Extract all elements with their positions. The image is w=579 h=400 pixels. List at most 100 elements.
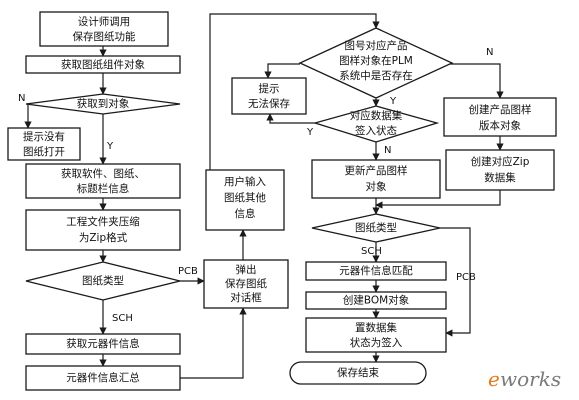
node-n2: 获取图纸组件对象 bbox=[25, 55, 181, 74]
label-n14-n: N bbox=[384, 145, 391, 156]
label-n3-no: N bbox=[18, 93, 25, 104]
n12-line-1: 图号对应产品 bbox=[345, 39, 408, 52]
decision-n18: 图纸类型 bbox=[311, 213, 441, 243]
label-n7-pcb: PCB bbox=[178, 266, 198, 277]
n13-line-1: 提示 bbox=[259, 83, 280, 95]
n16-line-2: 对象 bbox=[366, 180, 387, 193]
terminal-n22: 保存结束 bbox=[289, 361, 427, 385]
svg-text:创建产品图样: 创建产品图样 bbox=[469, 103, 532, 116]
node-n4: 提示没有 图纸打开 bbox=[7, 127, 81, 161]
svg-text:为Zip格式: 为Zip格式 bbox=[79, 231, 128, 244]
n20-label: 创建BOM对象 bbox=[343, 294, 409, 307]
svg-text:提示: 提示 bbox=[259, 83, 280, 95]
label-n12-yes: Y bbox=[389, 96, 397, 107]
svg-text:对话框: 对话框 bbox=[230, 291, 262, 304]
edge-n3-n4 bbox=[24, 103, 50, 129]
svg-text:图纸打开: 图纸打开 bbox=[23, 145, 65, 158]
label-n18-pcb: PCB bbox=[456, 272, 476, 283]
node-n21: 置数据集 状态为签入 bbox=[305, 317, 447, 353]
n7-label: 图纸类型 bbox=[82, 274, 124, 287]
n2-label: 获取图纸组件对象 bbox=[61, 58, 145, 71]
n10-line-3: 对话框 bbox=[230, 291, 262, 304]
n12-line-3: 系统中是否存在 bbox=[339, 69, 413, 82]
svg-text:图样对象在PLM: 图样对象在PLM bbox=[339, 54, 413, 67]
svg-text:保存图纸功能: 保存图纸功能 bbox=[73, 30, 136, 43]
n9-label: 元器件信息汇总 bbox=[66, 371, 140, 384]
n11-line-1: 用户输入 bbox=[224, 175, 266, 188]
svg-text:工程文件夹压缩: 工程文件夹压缩 bbox=[66, 215, 140, 228]
n14-line-2: 签入状态 bbox=[355, 124, 397, 137]
edge-n17-n18 bbox=[375, 190, 501, 209]
svg-text:对应数据集: 对应数据集 bbox=[350, 109, 403, 122]
node-n16: 更新产品图样 对象 bbox=[311, 159, 441, 199]
n10-line-2: 保存图纸 bbox=[225, 277, 267, 290]
n13-line-2: 无法保存 bbox=[248, 97, 290, 110]
svg-text:获取软件、图纸、: 获取软件、图纸、 bbox=[61, 167, 145, 180]
n1-line-1: 设计师调用 bbox=[78, 15, 131, 28]
svg-text:数据集: 数据集 bbox=[484, 171, 516, 184]
svg-text:状态为签入: 状态为签入 bbox=[350, 336, 403, 349]
node-n19: 元器件信息匹配 bbox=[305, 261, 447, 281]
n6-line-2: 为Zip格式 bbox=[79, 231, 128, 244]
n11-line-3: 信息 bbox=[235, 207, 256, 220]
node-n15: 创建产品图样 版本对象 bbox=[443, 97, 557, 137]
n16-line-1: 更新产品图样 bbox=[345, 164, 408, 177]
svg-text:图纸其他: 图纸其他 bbox=[224, 191, 266, 204]
n4-line-2: 图纸打开 bbox=[23, 145, 65, 158]
svg-text:对象: 对象 bbox=[366, 180, 387, 193]
svg-text:创建对应Zip: 创建对应Zip bbox=[471, 155, 530, 168]
svg-text:弹出: 弹出 bbox=[236, 263, 257, 276]
svg-text:用户输入: 用户输入 bbox=[224, 175, 266, 188]
n21-line-2: 状态为签入 bbox=[350, 336, 403, 349]
svg-text:系统中是否存在: 系统中是否存在 bbox=[339, 69, 413, 82]
svg-text:版本对象: 版本对象 bbox=[479, 119, 521, 132]
n12-line-2: 图样对象在PLM bbox=[339, 54, 413, 67]
n1-line-2: 保存图纸功能 bbox=[73, 30, 136, 43]
n5-line-2: 标题栏信息 bbox=[77, 182, 130, 195]
node-n6: 工程文件夹压缩 为Zip格式 bbox=[25, 209, 181, 251]
n11-line-2: 图纸其他 bbox=[224, 191, 266, 204]
decision-n7: 图纸类型 bbox=[25, 261, 181, 301]
svg-text:标题栏信息: 标题栏信息 bbox=[77, 182, 130, 195]
node-n10: 弹出 保存图纸 对话框 bbox=[203, 259, 289, 309]
n19-label: 元器件信息匹配 bbox=[339, 264, 413, 277]
n14-line-1: 对应数据集 bbox=[350, 109, 403, 122]
svg-text:信息: 信息 bbox=[235, 207, 256, 220]
label-n12-no: N bbox=[486, 47, 493, 58]
n21-line-1: 置数据集 bbox=[355, 321, 397, 334]
svg-text:置数据集: 置数据集 bbox=[355, 321, 397, 334]
n17-line-1: 创建对应Zip bbox=[471, 155, 530, 168]
n17-line-2: 数据集 bbox=[484, 171, 516, 184]
node-n17: 创建对应Zip 数据集 bbox=[445, 149, 555, 191]
decision-n14: 对应数据集 签入状态 bbox=[312, 105, 440, 143]
svg-text:签入状态: 签入状态 bbox=[355, 124, 397, 137]
edge-n18-n21 bbox=[440, 227, 471, 337]
n10-line-1: 弹出 bbox=[236, 263, 257, 276]
svg-text:图号对应产品: 图号对应产品 bbox=[345, 39, 408, 52]
svg-text:提示没有: 提示没有 bbox=[23, 130, 65, 143]
n15-line-1: 创建产品图样 bbox=[469, 103, 532, 116]
label-n14-y: Y bbox=[306, 127, 314, 138]
node-n5: 获取软件、图纸、 标题栏信息 bbox=[25, 163, 181, 199]
node-n13: 提示 无法保存 bbox=[231, 77, 307, 115]
svg-text:设计师调用: 设计师调用 bbox=[78, 15, 131, 28]
watermark-works: works bbox=[500, 367, 561, 391]
decision-n12: 图号对应产品 图样对象在PLM 系统中是否存在 bbox=[298, 27, 454, 99]
edge-n9-n10 bbox=[180, 307, 247, 379]
node-n1: 设计师调用 保存图纸功能 bbox=[39, 11, 169, 47]
edge-n11-n12 bbox=[209, 13, 380, 200]
n22-label: 保存结束 bbox=[337, 366, 379, 379]
label-n3-yes: Y bbox=[106, 141, 114, 152]
watermark-e: e bbox=[488, 367, 500, 391]
svg-text:无法保存: 无法保存 bbox=[248, 97, 290, 110]
label-n7-sch: SCH bbox=[112, 313, 133, 324]
n18-label: 图纸类型 bbox=[355, 221, 397, 234]
node-n11: 用户输入 图纸其他 信息 bbox=[205, 169, 285, 231]
svg-text:保存图纸: 保存图纸 bbox=[225, 277, 267, 290]
n6-line-1: 工程文件夹压缩 bbox=[66, 215, 140, 228]
node-n8: 获取元器件信息 bbox=[25, 333, 181, 355]
svg-text:更新产品图样: 更新产品图样 bbox=[345, 164, 408, 177]
eworks-watermark: e works bbox=[488, 367, 561, 391]
